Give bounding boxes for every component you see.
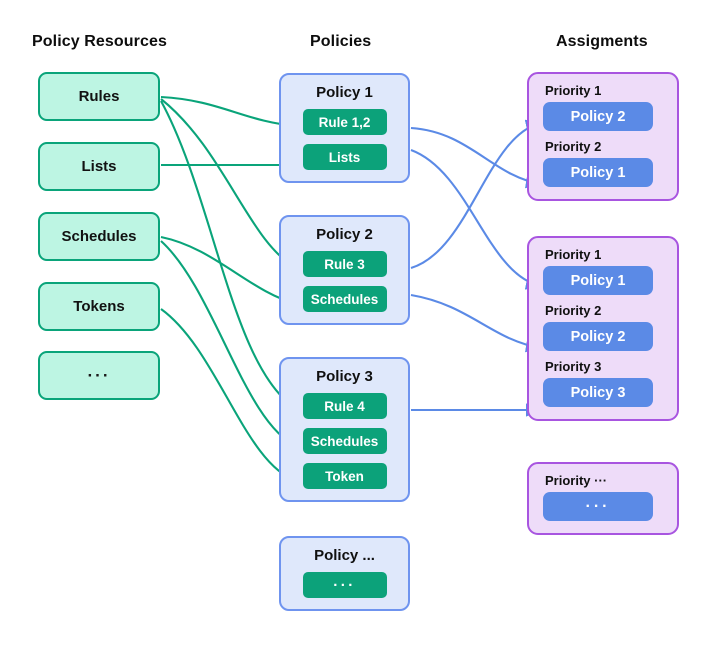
wire-schedules-to-policy2-schedules xyxy=(160,235,299,307)
column-title-policies: Policies xyxy=(310,33,372,50)
policy-card-3[interactable]: Policy 3 Rule 4 Schedules Token xyxy=(279,357,410,502)
assignment-2-priority-3-policy[interactable]: Policy 3 xyxy=(543,378,653,407)
assignment-1-priority-1-policy[interactable]: Policy 2 xyxy=(543,102,653,131)
wire-rules-to-policy2-rule3 xyxy=(160,98,299,269)
wire-tokens-to-policy3-token xyxy=(160,308,299,483)
column-title-policy-resources: Policy Resources xyxy=(32,33,167,50)
wire-schedules-to-policy3-schedules xyxy=(160,240,299,447)
policy-card-1[interactable]: Policy 1 Rule 1,2 Lists xyxy=(279,73,410,183)
wire-policy2-to-assign1-priority1 xyxy=(410,119,543,270)
assignment-group-2[interactable]: Priority 1 Policy 1 Priority 2 Policy 2 … xyxy=(527,236,679,421)
assignment-2-priority-1-policy[interactable]: Policy 1 xyxy=(543,266,653,295)
assignment-group-1[interactable]: Priority 1 Policy 2 Priority 2 Policy 1 xyxy=(527,72,679,201)
policy-1-chip-lists[interactable]: Lists xyxy=(302,144,387,170)
wire-policy1-to-assign1-priority2 xyxy=(410,126,543,189)
policy-3-chip-token[interactable]: Token xyxy=(302,463,387,489)
policy-1-chip-rule-1-2[interactable]: Rule 1,2 xyxy=(302,109,387,135)
resource-box-more[interactable]: ··· xyxy=(38,351,160,400)
policy-3-chip-rule-4[interactable]: Rule 4 xyxy=(302,393,387,419)
policy-card-3-title: Policy 3 xyxy=(316,368,373,385)
policy-card-more[interactable]: Policy ... ··· xyxy=(279,536,410,611)
policy-card-more-title: Policy ... xyxy=(314,547,375,564)
resource-box-lists[interactable]: Lists xyxy=(38,142,160,191)
assignment-group-more[interactable]: Priority ··· ··· xyxy=(527,462,679,535)
assignment-2-priority-1-label: Priority 1 xyxy=(545,247,602,262)
policy-3-chip-schedules[interactable]: Schedules xyxy=(302,428,387,454)
assignment-2-priority-3-label: Priority 3 xyxy=(545,359,602,374)
wire-policy1-to-assign2-priority1 xyxy=(410,149,543,290)
policy-2-chip-rule-3[interactable]: Rule 3 xyxy=(302,251,387,277)
column-title-assignments: Assigments xyxy=(556,33,648,50)
assignment-1-priority-2-policy[interactable]: Policy 1 xyxy=(543,158,653,187)
assignment-2-priority-2-label: Priority 2 xyxy=(545,303,602,318)
wire-policy2-to-assign2-priority2 xyxy=(410,293,543,353)
assignment-1-priority-2-label: Priority 2 xyxy=(545,139,602,154)
resource-box-tokens[interactable]: Tokens xyxy=(38,282,160,331)
policy-more-chip-ellipsis[interactable]: ··· xyxy=(302,572,387,598)
policy-card-1-title: Policy 1 xyxy=(316,84,373,101)
wire-rules-to-policy1-rule12 xyxy=(160,95,299,132)
policy-card-2[interactable]: Policy 2 Rule 3 Schedules xyxy=(279,215,410,325)
resource-box-schedules[interactable]: Schedules xyxy=(38,212,160,261)
policy-card-2-title: Policy 2 xyxy=(316,226,373,243)
assignment-2-priority-2-policy[interactable]: Policy 2 xyxy=(543,322,653,351)
policy-2-chip-schedules[interactable]: Schedules xyxy=(302,286,387,312)
resource-box-rules[interactable]: Rules xyxy=(38,72,160,121)
assignment-more-policy[interactable]: ··· xyxy=(543,492,653,521)
wire-rules-to-policy3-rule4 xyxy=(160,100,299,410)
assignment-1-priority-1-label: Priority 1 xyxy=(545,83,602,98)
assignment-more-priority-label: Priority ··· xyxy=(545,473,608,488)
